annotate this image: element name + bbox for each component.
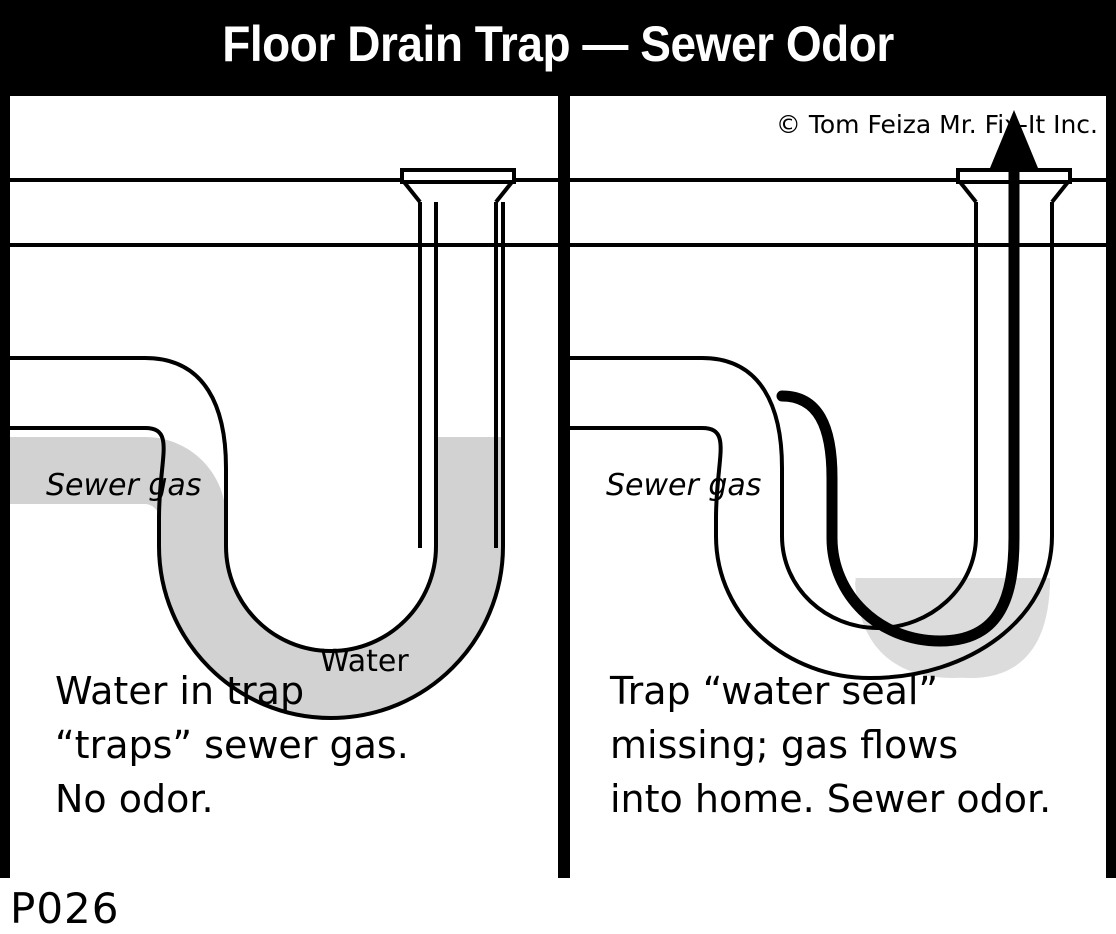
sewer-pipe-top-wall [10, 202, 438, 654]
drain-flange [400, 168, 516, 184]
title-bar: Floor Drain Trap — Sewer Odor [0, 0, 1116, 88]
left-trap-diagram [10, 168, 558, 721]
water-fill-left [10, 437, 503, 718]
flange-taper-right [1050, 180, 1070, 204]
sewer-pipe-top-wall [570, 202, 978, 631]
panel-container: Sewer gas Water Water in trap “traps” se… [10, 96, 1106, 878]
copyright-notice: © Tom Feiza Mr. Fix-It Inc. [775, 110, 1098, 139]
flange-taper-left [402, 180, 422, 204]
caption-right: Trap “water seal” missing; gas flows int… [610, 669, 1052, 821]
panel-left-trap-with-water: Sewer gas Water Water in trap “traps” se… [10, 96, 558, 878]
label-sewer-gas-left: Sewer gas [46, 468, 202, 503]
page-title: Floor Drain Trap — Sewer Odor [222, 16, 894, 72]
right-trap-diagram [570, 110, 1106, 681]
label-water: Water [320, 644, 409, 679]
flange-taper-left [958, 180, 978, 204]
figure-code: P026 [10, 884, 120, 933]
gas-flow-arrow-path [776, 126, 1020, 647]
gas-flow-arrowhead [990, 110, 1038, 168]
label-sewer-gas-right: Sewer gas [606, 468, 762, 503]
sewer-pipe-bottom-wall [10, 202, 505, 721]
footer: P026 [10, 884, 410, 934]
sewer-pipe-bottom-wall [570, 202, 1054, 681]
panel-right-trap-dry: © Tom Feiza Mr. Fix-It Inc. [570, 96, 1106, 878]
caption-left: Water in trap “traps” sewer gas. No odor… [55, 669, 409, 821]
flange-taper-right [494, 180, 514, 204]
